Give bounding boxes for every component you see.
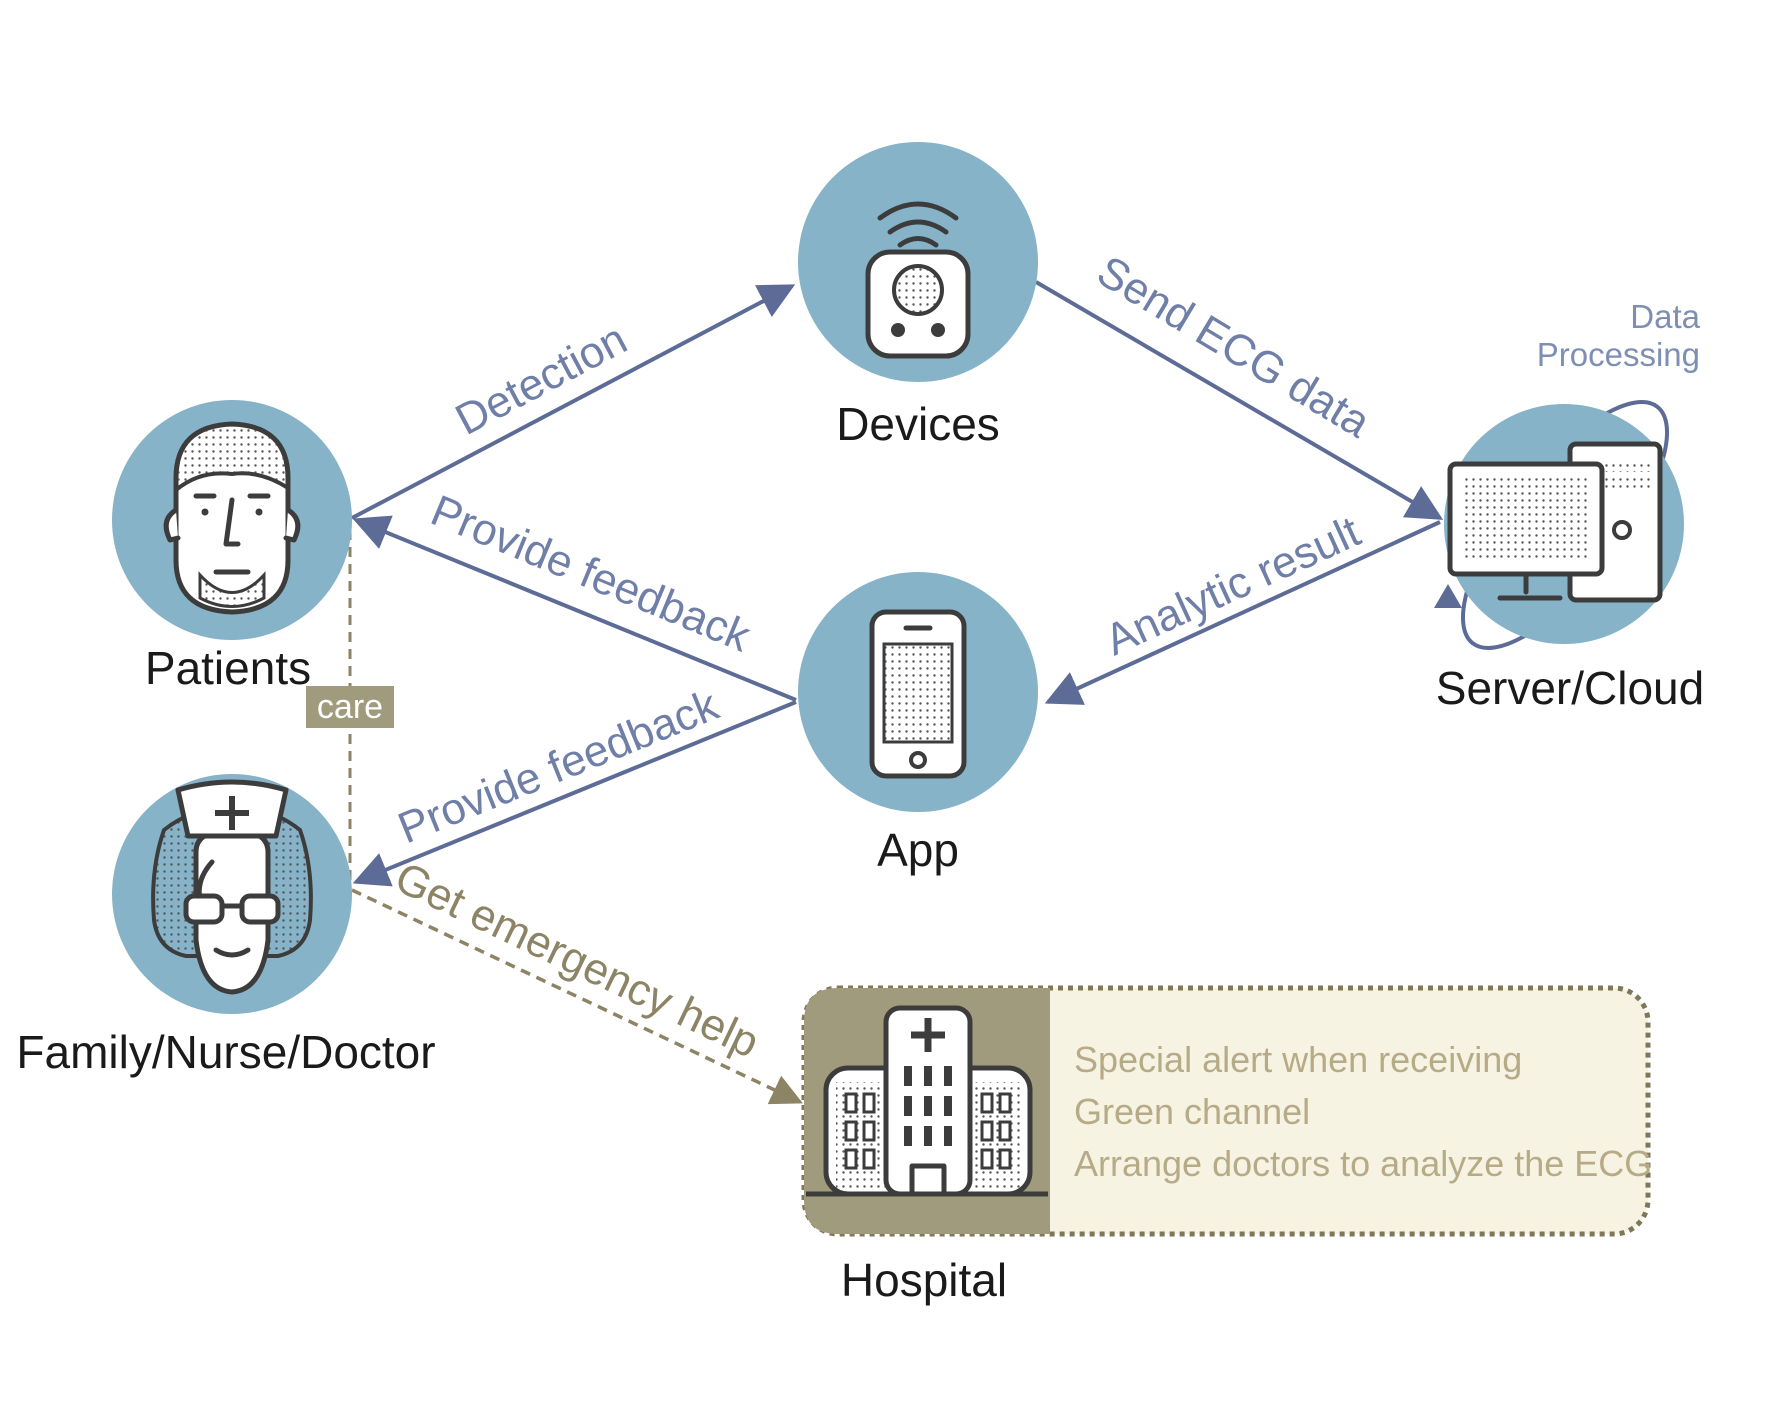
data-processing-label-line2: Processing	[1537, 336, 1700, 373]
patients-node: Patients	[112, 400, 352, 694]
care-label: care	[317, 688, 383, 726]
hospital-label: Hospital	[841, 1254, 1007, 1306]
devices-node: Devices	[798, 142, 1038, 450]
patients-label: Patients	[145, 642, 311, 694]
data-processing-label-line1: Data	[1630, 298, 1700, 335]
hospital-service-3: Arrange doctors to analyze the ECG	[1074, 1143, 1652, 1184]
send-ecg-label: Send ECG data	[1089, 247, 1379, 448]
smartphone-icon	[869, 609, 967, 779]
ecg-device-icon	[865, 249, 971, 359]
nurse-icon	[151, 779, 313, 995]
wifi-icon	[877, 201, 959, 248]
devices-label: Devices	[836, 398, 1000, 450]
feedback-family-label: Provide feedback	[391, 680, 726, 853]
analytic-result-arrow	[1044, 520, 1441, 705]
server-node: Server/Cloud Data Processing	[1436, 298, 1704, 714]
app-label: App	[877, 824, 959, 876]
patient-face-icon	[163, 421, 301, 615]
care-tag: care	[306, 686, 394, 728]
emergency-label: Get emergency help	[388, 853, 767, 1068]
feedback-patients-arrow	[352, 515, 797, 702]
hospital-building-icon	[806, 1005, 1048, 1197]
hospital-service-1: Special alert when receiving	[1074, 1039, 1522, 1080]
app-node: App	[798, 572, 1038, 876]
computer-icon	[1447, 441, 1663, 603]
detection-arrow	[351, 284, 796, 520]
hospital-node: Special alert when receiving Green chann…	[801, 985, 1652, 1306]
analytic-result-label: Analytic result	[1098, 507, 1368, 665]
family-node: Family/Nurse/Doctor	[16, 774, 436, 1078]
emergency-arrow	[351, 888, 803, 1105]
server-label: Server/Cloud	[1436, 662, 1704, 714]
feedback-patients-label: Provide feedback	[424, 486, 758, 662]
care-tag-box	[306, 686, 394, 728]
send-ecg-arrow	[1034, 280, 1444, 520]
detection-label: Detection	[448, 314, 635, 445]
hospital-service-2: Green channel	[1074, 1091, 1310, 1132]
feedback-family-arrow	[352, 700, 797, 887]
family-label: Family/Nurse/Doctor	[16, 1026, 435, 1078]
data-processing-arrowhead	[1434, 584, 1462, 608]
